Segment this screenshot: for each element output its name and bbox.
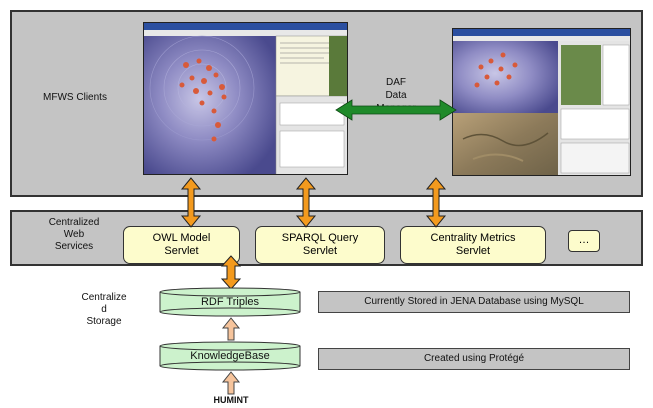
orange-double-arrow-sparql	[295, 177, 317, 228]
web-services-label: Centralized Web Services	[48, 217, 100, 252]
knowledgebase-cylinder	[159, 341, 301, 371]
knowledgebase-label: KnowledgeBase	[190, 350, 270, 362]
clients-label: MFWS Clients	[43, 92, 107, 103]
orange-double-arrow-centrality	[425, 177, 447, 228]
centrality-metrics-servlet: Centrality Metrics Servlet	[400, 226, 546, 264]
centrality-metrics-servlet-label: Centrality Metrics Servlet	[430, 232, 516, 257]
rdf-storage-note: Currently Stored in JENA Database using …	[318, 291, 630, 313]
rdf-triples-label: RDF Triples	[200, 296, 260, 308]
client-screenshot-2	[452, 28, 631, 176]
owl-model-servlet: OWL Model Servlet	[123, 226, 240, 264]
client-screenshot-1	[143, 22, 348, 175]
kb-creation-note: Created using Protégé	[318, 348, 630, 370]
owl-model-servlet-label: OWL Model Servlet	[152, 232, 211, 257]
sparql-query-servlet-label: SPARQL Query Servlet	[281, 232, 359, 257]
peach-arrow-humint-to-kb	[221, 371, 241, 395]
orange-double-arrow-storage	[220, 255, 242, 290]
rdf-triples-cylinder	[159, 287, 301, 317]
sparql-query-servlet: SPARQL Query Servlet	[255, 226, 385, 264]
storage-label: Centralize d Storage	[81, 292, 127, 327]
orange-double-arrow-owl	[180, 177, 202, 228]
humint-label: HUMINT	[213, 395, 249, 405]
more-servlets-box: …	[568, 230, 600, 252]
green-double-arrow-data-manager	[335, 99, 457, 121]
peach-arrow-kb-to-rdf	[221, 317, 241, 341]
